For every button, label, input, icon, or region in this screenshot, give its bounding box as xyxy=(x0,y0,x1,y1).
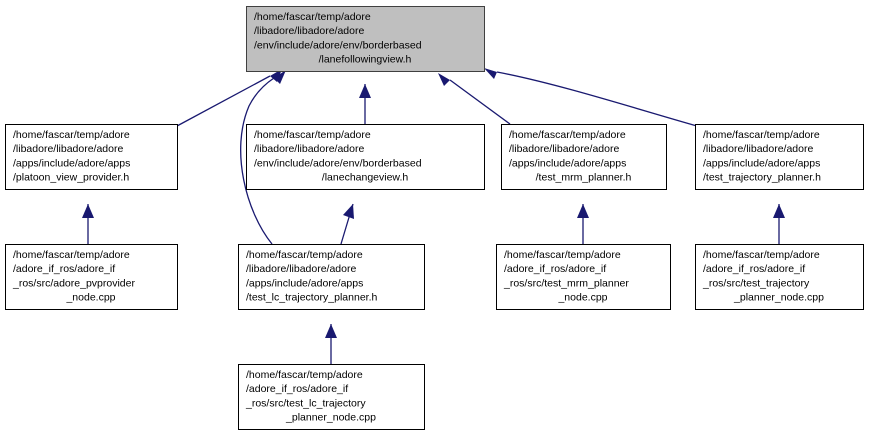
node-label-line: /home/fascar/temp/adore xyxy=(504,249,621,261)
node-label-line: /env/include/adore/env/borderbased xyxy=(254,157,422,169)
edge-test_mrm_planner_h-to-lanefollowingview xyxy=(438,73,511,125)
node-rect[interactable] xyxy=(238,244,425,310)
node-label-line: /apps/include/adore/apps xyxy=(703,157,820,169)
node-label-line: /lanefollowingview.h xyxy=(319,54,412,66)
node-label-line: /test_trajectory_planner.h xyxy=(703,172,821,184)
edge-platoon_view_provider-to-lanefollowingview xyxy=(176,69,282,127)
node-label-line: _ros/src/adore_pvprovider xyxy=(12,277,135,289)
node-label-line: /home/fascar/temp/adore xyxy=(509,129,626,141)
node-adore_pvprovider_node[interactable]: /home/fascar/temp/adore/adore_if_ros/ado… xyxy=(5,244,178,310)
node-label-line: /apps/include/adore/apps xyxy=(246,277,363,289)
node-rect[interactable] xyxy=(5,124,178,190)
node-platoon_view_provider[interactable]: /home/fascar/temp/adore/libadore/libador… xyxy=(5,124,178,190)
node-label-line: /home/fascar/temp/adore xyxy=(254,129,371,141)
node-rect[interactable] xyxy=(695,124,864,190)
edges-layer xyxy=(82,68,785,364)
node-label-line: _ros/src/test_lc_trajectory xyxy=(245,397,366,409)
node-rect[interactable] xyxy=(246,6,485,72)
edge-adore_pvprovider_node-to-platoon_view_provider xyxy=(82,204,94,244)
arrowhead-icon xyxy=(438,73,450,86)
node-label-line: /adore_if_ros/adore_if xyxy=(246,383,348,395)
node-label-line: _node.cpp xyxy=(557,292,607,304)
node-rect[interactable] xyxy=(695,244,864,310)
node-label-line: /libadore/libadore/adore xyxy=(246,263,356,275)
node-test_mrm_planner_h[interactable]: /home/fascar/temp/adore/libadore/libador… xyxy=(501,124,667,190)
arrowhead-icon xyxy=(325,324,337,338)
edge-line xyxy=(240,77,275,245)
edge-test_trajectory_planner_node-to-test_trajectory_planner_h xyxy=(773,204,785,244)
node-label-line: _node.cpp xyxy=(65,292,115,304)
node-label-line: /adore_if_ros/adore_if xyxy=(703,263,805,275)
edge-test_lc_trajectory_planner_h-to-lanechangeview xyxy=(340,203,354,245)
edge-test_trajectory_planner_h-to-lanefollowingview xyxy=(484,68,698,127)
node-label-line: /home/fascar/temp/adore xyxy=(13,129,130,141)
node-test_trajectory_planner_node[interactable]: /home/fascar/temp/adore/adore_if_ros/ado… xyxy=(695,244,864,310)
node-label-line: /adore_if_ros/adore_if xyxy=(504,263,606,275)
edge-line xyxy=(496,71,698,127)
arrowhead-icon xyxy=(577,204,589,218)
node-label-line: _ros/src/test_mrm_planner xyxy=(503,277,629,289)
node-lanefollowingview[interactable]: /home/fascar/temp/adore/libadore/libador… xyxy=(246,6,485,72)
node-lanechangeview[interactable]: /home/fascar/temp/adore/libadore/libador… xyxy=(246,124,485,190)
node-label-line: /env/include/adore/env/borderbased xyxy=(254,39,422,51)
node-test_trajectory_planner_h[interactable]: /home/fascar/temp/adore/libadore/libador… xyxy=(695,124,864,190)
edge-line xyxy=(176,75,271,127)
node-label-line: /apps/include/adore/apps xyxy=(509,157,626,169)
arrowhead-icon xyxy=(274,70,286,84)
edge-test_lc_trajectory_planner_h-to-lanefollowingview xyxy=(240,70,286,245)
node-test_lc_trajectory_planner_h[interactable]: /home/fascar/temp/adore/libadore/libador… xyxy=(238,244,425,310)
node-label-line: /home/fascar/temp/adore xyxy=(246,369,363,381)
edge-line xyxy=(449,79,511,125)
nodes-layer: /home/fascar/temp/adore/libadore/libador… xyxy=(5,6,864,430)
node-test_mrm_planner_node[interactable]: /home/fascar/temp/adore/adore_if_ros/ado… xyxy=(496,244,671,310)
node-rect[interactable] xyxy=(238,364,425,430)
node-label-line: /libadore/libadore/adore xyxy=(509,143,619,155)
node-label-line: /apps/include/adore/apps xyxy=(13,157,130,169)
node-label-line: /test_lc_trajectory_planner.h xyxy=(246,292,377,304)
node-label-line: /libadore/libadore/adore xyxy=(703,143,813,155)
node-rect[interactable] xyxy=(501,124,667,190)
node-label-line: /libadore/libadore/adore xyxy=(254,143,364,155)
node-test_lc_trajectory_planner_node[interactable]: /home/fascar/temp/adore/adore_if_ros/ado… xyxy=(238,364,425,430)
arrowhead-icon xyxy=(270,69,282,82)
node-label-line: /home/fascar/temp/adore xyxy=(703,129,820,141)
arrowhead-icon xyxy=(359,84,371,98)
node-label-line: _planner_node.cpp xyxy=(285,412,376,424)
node-rect[interactable] xyxy=(496,244,671,310)
node-label-line: /home/fascar/temp/adore xyxy=(13,249,130,261)
node-label-line: _ros/src/test_trajectory xyxy=(702,277,810,289)
node-label-line: /home/fascar/temp/adore xyxy=(254,11,371,23)
node-rect[interactable] xyxy=(5,244,178,310)
arrowhead-icon xyxy=(343,204,354,219)
node-label-line: /home/fascar/temp/adore xyxy=(246,249,363,261)
arrowhead-icon xyxy=(773,204,785,218)
node-rect[interactable] xyxy=(246,124,485,190)
edge-test_lc_trajectory_planner_node-to-test_lc_trajectory_planner_h xyxy=(325,324,337,364)
node-label-line: /libadore/libadore/adore xyxy=(254,25,364,37)
node-label-line: /platoon_view_provider.h xyxy=(13,172,129,184)
node-label-line: /libadore/libadore/adore xyxy=(13,143,123,155)
node-label-line: /adore_if_ros/adore_if xyxy=(13,263,115,275)
arrowhead-icon xyxy=(484,68,497,79)
node-label-line: _planner_node.cpp xyxy=(733,292,824,304)
edge-lanechangeview-to-lanefollowingview xyxy=(359,84,371,124)
edge-test_mrm_planner_node-to-test_mrm_planner_h xyxy=(577,204,589,244)
node-label-line: /test_mrm_planner.h xyxy=(536,172,632,184)
node-label-line: /lanechangeview.h xyxy=(322,172,409,184)
node-label-line: /home/fascar/temp/adore xyxy=(703,249,820,261)
arrowhead-icon xyxy=(82,204,94,218)
